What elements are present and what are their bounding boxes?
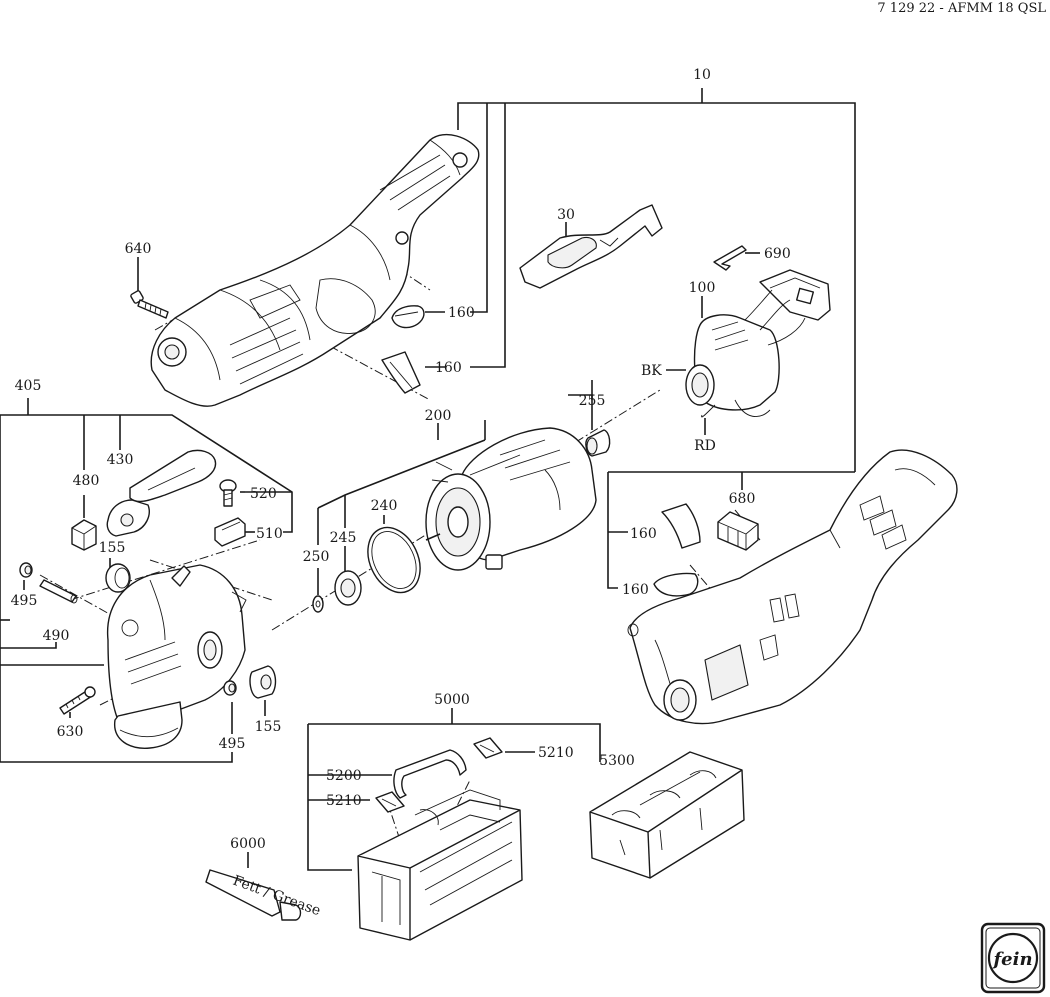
label-495-b: 495: [219, 736, 246, 752]
roller-155-left: [105, 563, 131, 593]
label-690: 690: [764, 246, 791, 262]
label-bk: BK: [641, 363, 662, 379]
logo-text: fein: [991, 949, 1032, 970]
pad-680: [717, 511, 759, 551]
label-250: 250: [303, 549, 330, 565]
label-5200: 5200: [326, 768, 362, 784]
label-490: 490: [43, 628, 70, 644]
label-5210-a: 5210: [538, 745, 574, 761]
case-insert-5300: [589, 751, 745, 879]
fein-logo-icon: fein: [980, 922, 1046, 994]
label-255: 255: [579, 393, 606, 409]
screw-640: [130, 290, 169, 319]
carrying-case: [357, 789, 523, 941]
pin-495-right: [223, 680, 237, 696]
housing-shell-lower: [627, 449, 958, 725]
label-495-a: 495: [11, 593, 38, 609]
label-30: 30: [557, 207, 575, 223]
label-630: 630: [57, 724, 84, 740]
label-160-a: 160: [448, 305, 475, 321]
label-160-d: 160: [622, 582, 649, 598]
label-510: 510: [256, 526, 283, 542]
clip-5210-lower: [375, 791, 405, 813]
label-520: 520: [250, 486, 277, 502]
housing-shell-upper: [150, 134, 480, 407]
drawing-number: 7 129 22 - AFMM 18 QSL: [877, 1, 1046, 16]
label-160-b: 160: [435, 360, 462, 376]
screw-520: [219, 479, 237, 507]
label-6000: 6000: [230, 836, 266, 852]
label-430: 430: [107, 452, 134, 468]
label-5300: 5300: [599, 753, 635, 769]
o-ring-240: [367, 526, 421, 594]
label-100: 100: [689, 280, 716, 296]
label-155-b: 155: [255, 719, 282, 735]
label-10: 10: [693, 67, 711, 83]
label-245: 245: [330, 530, 357, 546]
clip-510: [214, 517, 246, 547]
clip-690: [713, 245, 747, 271]
label-5210-b: 5210: [326, 793, 362, 809]
label-640: 640: [125, 241, 152, 257]
pin-490: [39, 579, 78, 604]
label-200: 200: [425, 408, 452, 424]
label-405: 405: [15, 378, 42, 394]
pad-480: [71, 519, 97, 551]
part-labels: 10 30 690 640 160 160 100 405 200 255 BK…: [11, 67, 791, 852]
leader-lines: [0, 88, 856, 871]
bearing-245: [334, 570, 362, 606]
label-155-a: 155: [99, 540, 126, 556]
roller-155-right: [249, 665, 277, 699]
screw-630: [59, 686, 96, 715]
label-480: 480: [73, 473, 100, 489]
pad-160-lower-b: [653, 572, 699, 597]
label-5000: 5000: [434, 692, 470, 708]
label-680: 680: [729, 491, 756, 507]
gear-head-405: [106, 564, 247, 749]
label-rd: RD: [694, 438, 716, 454]
lever-430: [106, 449, 217, 537]
switch-slider-30: [519, 204, 663, 289]
pad-160-upper-a: [391, 305, 425, 329]
electronics-unit-100: [685, 269, 831, 418]
case-handle-5200: [393, 749, 467, 799]
clip-5210-upper: [473, 737, 503, 759]
pin-495-left: [19, 562, 33, 578]
pad-160-lower-a: [661, 503, 701, 549]
label-240: 240: [371, 498, 398, 514]
washer-250: [312, 595, 324, 613]
bushing-255: [585, 429, 611, 457]
label-160-c: 160: [630, 526, 657, 542]
motor-200: [425, 427, 597, 571]
pad-160-upper-b: [381, 351, 421, 394]
grease-tube-6000: Fett / Grease: [205, 869, 323, 921]
